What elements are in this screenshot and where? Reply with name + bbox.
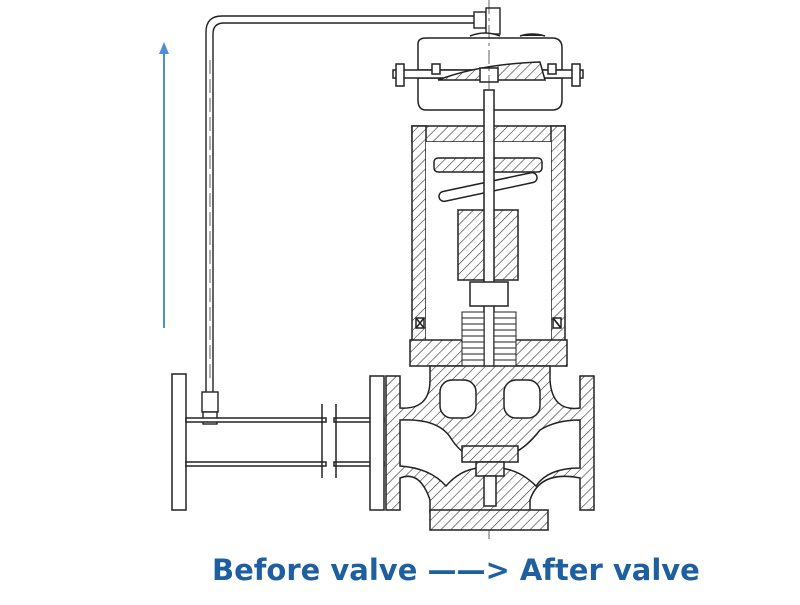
spring-housing: [409, 89, 568, 381]
flow-caption: Before valve ——> After valve: [212, 553, 700, 587]
flow-arrow-up-icon: [159, 42, 169, 328]
diaphragm-actuator: [392, 32, 584, 111]
valve-body: [385, 365, 595, 531]
impulse-pipe: [201, 7, 501, 425]
inlet-pipe: [171, 373, 385, 511]
